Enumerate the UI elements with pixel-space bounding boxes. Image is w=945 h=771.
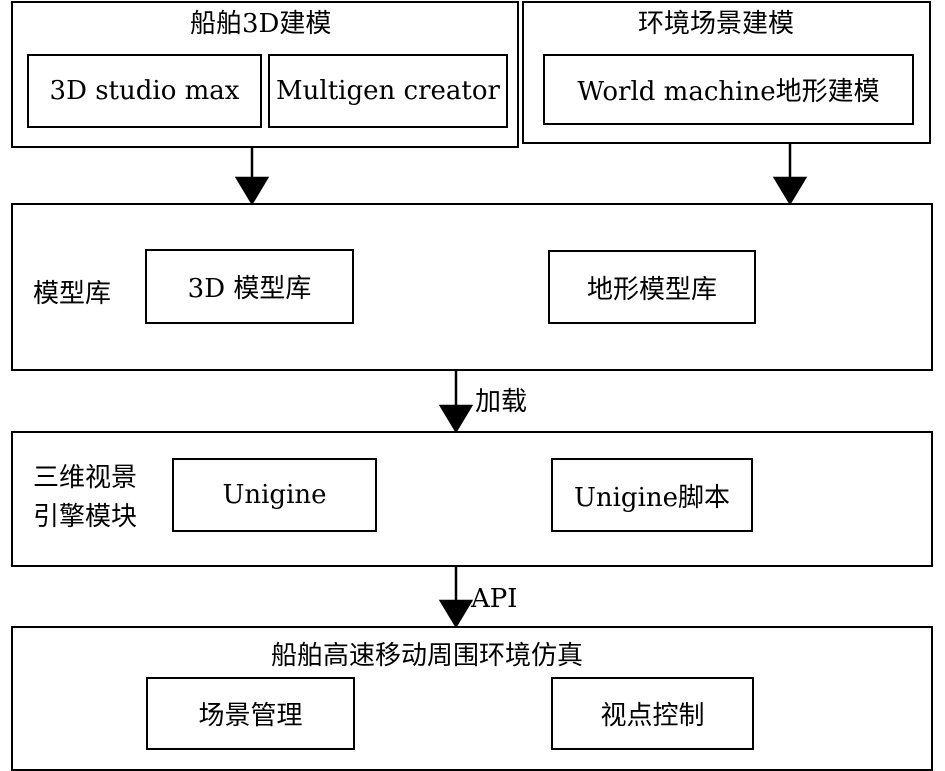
- engine-module-box: 三维视景 引擎模块: [11, 431, 933, 567]
- arrow-load-head: [438, 404, 474, 434]
- tool-world-machine: World machine地形建模: [543, 54, 914, 125]
- terrain-model-library: 地形模型库: [548, 250, 756, 324]
- engine-module-label-line2: 引擎模块: [33, 502, 138, 532]
- tool-3d-studio-max: 3D studio max: [27, 54, 262, 128]
- viewpoint-control-box: 视点控制: [551, 677, 754, 750]
- 3d-model-library: 3D 模型库: [145, 249, 354, 324]
- arrow-ship-to-library-head: [234, 176, 270, 206]
- unigine-box: Unigine: [172, 458, 377, 532]
- arrow-api-head: [438, 599, 474, 629]
- environment-modeling-title: 环境场景建模: [638, 9, 795, 39]
- unigine-script-box: Unigine脚本: [551, 458, 753, 532]
- ship-modeling-title: 船舶3D建模: [190, 9, 332, 39]
- model-library-label: 模型库: [33, 279, 112, 309]
- edge-label-load: 加载: [475, 387, 528, 417]
- engine-module-label-line1: 三维视景: [33, 463, 138, 493]
- simulation-title: 船舶高速移动周围环境仿真: [271, 641, 584, 671]
- tool-multigen-creator: Multigen creator: [268, 54, 508, 128]
- arrow-env-to-library-head: [772, 176, 808, 206]
- edge-label-api: API: [471, 584, 518, 614]
- scene-management-box: 场景管理: [146, 677, 355, 750]
